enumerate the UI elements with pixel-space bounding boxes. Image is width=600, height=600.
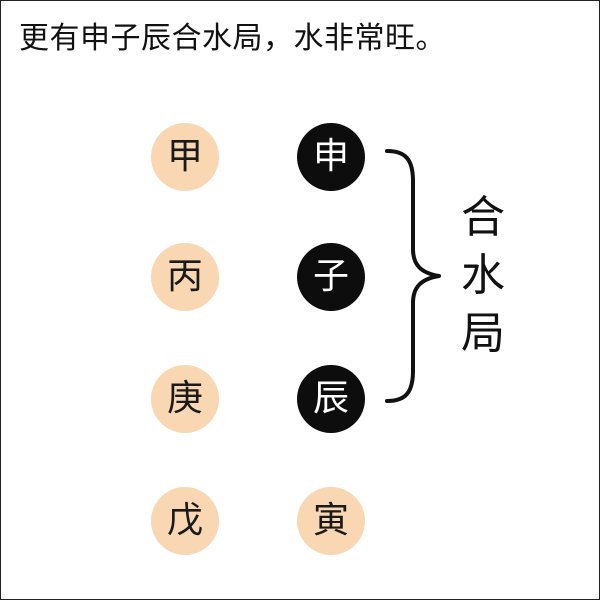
branch-circle-3: 辰 [297,365,365,433]
group-label: 合 水 局 [453,189,513,363]
stem-circle-3: 庚 [151,365,219,433]
branch-circle-4: 寅 [297,487,365,555]
headline: 更有申子辰合水局，水非常旺。 [19,21,446,56]
stem-circle-2: 丙 [151,243,219,311]
branch-circle-2: 子 [297,243,365,311]
group-label-char-1: 合 [461,192,505,243]
branch-circle-1: 申 [297,123,365,191]
group-label-char-2: 水 [461,250,505,301]
stem-circle-4: 戊 [151,487,219,555]
group-label-char-3: 局 [461,308,505,359]
grouping-brace [385,149,441,403]
stem-circle-1: 甲 [151,123,219,191]
